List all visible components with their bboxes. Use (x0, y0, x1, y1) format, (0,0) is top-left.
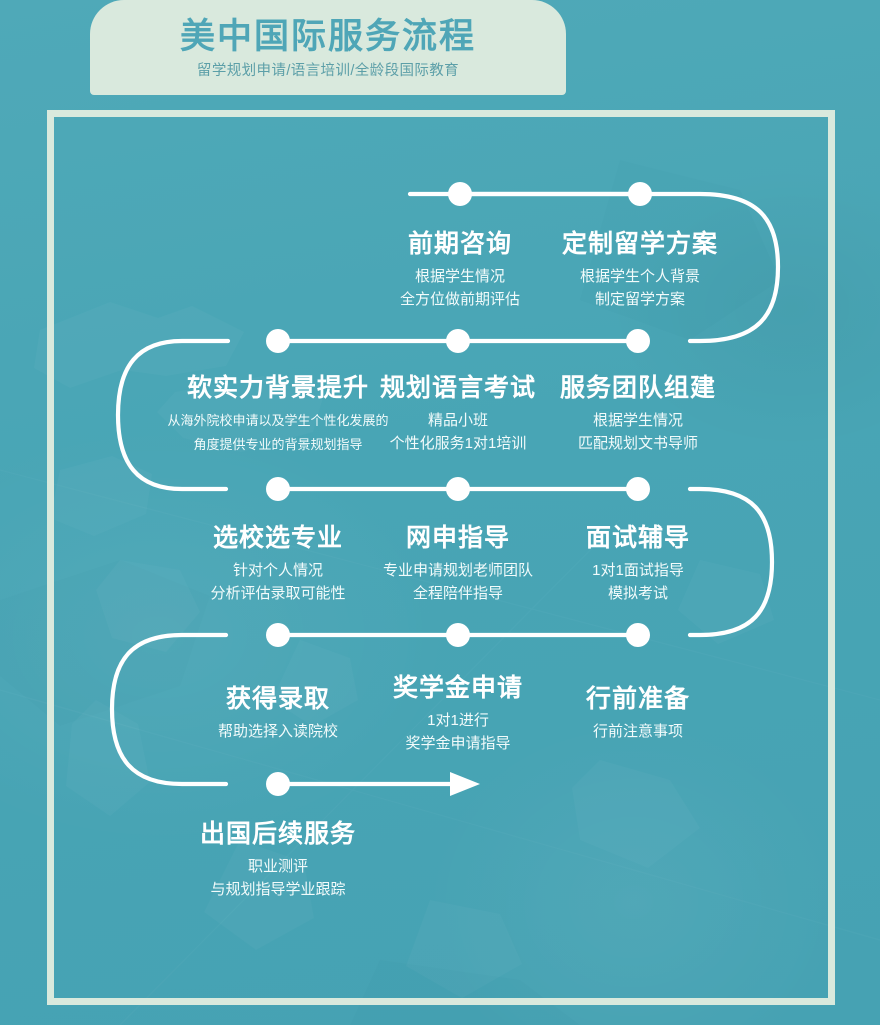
step-title: 面试辅导 (585, 524, 691, 552)
step-description: 从海外院校申请以及学生个性化发展的 角度提供专业的背景规划指导 (167, 409, 388, 457)
step-desc-line: 精品小班 (427, 412, 489, 429)
step-desc-line: 匹配规划文书导师 (577, 435, 699, 452)
step-desc-line: 分析评估录取可能性 (210, 585, 346, 602)
step-desc-line: 1对1进行 (427, 712, 489, 729)
step-desc-line: 专业申请规划老师团队 (382, 562, 534, 579)
flow-step-10[interactable]: 奖学金申请 1对1进行 奖学金申请指导 (393, 672, 523, 755)
step-title: 软实力背景提升 (186, 374, 370, 402)
step-desc-line: 制定留学方案 (594, 291, 686, 308)
step-description: 1对1进行 奖学金申请指导 (393, 709, 523, 755)
step-title: 规划语言考试 (379, 374, 537, 402)
step-desc-line: 与规划指导学业跟踪 (210, 881, 346, 898)
flow-step-6[interactable]: 选校选专业 针对个人情况 分析评估录取可能性 (210, 522, 345, 605)
flow-step-7[interactable]: 网申指导 专业申请规划老师团队 全程陪伴指导 (383, 522, 533, 605)
step-title: 网申指导 (405, 524, 511, 552)
flow-step-8[interactable]: 面试辅导 1对1面试指导 模拟考试 (586, 522, 690, 605)
step-desc-line: 1对1面试指导 (592, 562, 684, 579)
step-description: 职业测评 与规划指导学业跟踪 (200, 855, 356, 901)
step-desc-line: 从海外院校申请以及学生个性化发展的 (167, 413, 389, 428)
step-desc-line: 帮助选择入读院校 (217, 723, 339, 740)
step-description: 精品小班 个性化服务1对1培训 (380, 409, 536, 455)
step-description: 根据学生情况 全方位做前期评估 (400, 265, 520, 311)
step-desc-line: 全方位做前期评估 (399, 291, 521, 308)
step-title: 奖学金申请 (392, 674, 524, 702)
step-description: 专业申请规划老师团队 全程陪伴指导 (383, 559, 533, 605)
step-desc-line: 职业测评 (247, 858, 309, 875)
flow-step-12[interactable]: 出国后续服务 职业测评 与规划指导学业跟踪 (200, 818, 356, 901)
page-subtitle: 留学规划申请/语言培训/全龄段国际教育 (196, 63, 460, 79)
step-desc-line: 角度提供专业的背景规划指导 (193, 437, 363, 452)
flow-step-2[interactable]: 定制留学方案 根据学生个人背景 制定留学方案 (562, 228, 718, 311)
flow-step-3[interactable]: 软实力背景提升 从海外院校申请以及学生个性化发展的 角度提供专业的背景规划指导 (167, 372, 388, 457)
step-title: 出国后续服务 (199, 820, 357, 848)
step-title: 前期咨询 (407, 230, 513, 258)
step-desc-line: 奖学金申请指导 (405, 735, 511, 752)
step-desc-line: 根据学生个人背景 (579, 268, 701, 285)
step-description: 1对1面试指导 模拟考试 (586, 559, 690, 605)
step-desc-line: 行前注意事项 (592, 723, 684, 740)
flow-step-9[interactable]: 获得录取 帮助选择入读院校 (218, 683, 338, 743)
step-desc-line: 根据学生情况 (414, 268, 506, 285)
step-desc-line: 模拟考试 (607, 585, 669, 602)
step-description: 根据学生个人背景 制定留学方案 (562, 265, 718, 311)
step-description: 根据学生情况 匹配规划文书导师 (560, 409, 716, 455)
step-desc-line: 个性化服务1对1培训 (389, 435, 527, 452)
step-title: 选校选专业 (212, 524, 344, 552)
flow-step-1[interactable]: 前期咨询 根据学生情况 全方位做前期评估 (400, 228, 520, 311)
step-description: 针对个人情况 分析评估录取可能性 (210, 559, 345, 605)
step-desc-line: 根据学生情况 (592, 412, 684, 429)
step-desc-line: 全程陪伴指导 (412, 585, 504, 602)
step-title: 服务团队组建 (559, 374, 717, 402)
step-description: 行前注意事项 (586, 720, 690, 743)
header-banner: 美中国际服务流程 留学规划申请/语言培训/全龄段国际教育 (90, 0, 566, 95)
inset-frame (47, 110, 835, 1005)
step-description: 帮助选择入读院校 (218, 720, 338, 743)
step-title: 定制留学方案 (561, 230, 719, 258)
flow-step-4[interactable]: 规划语言考试 精品小班 个性化服务1对1培训 (380, 372, 536, 455)
flow-step-5[interactable]: 服务团队组建 根据学生情况 匹配规划文书导师 (560, 372, 716, 455)
step-desc-line: 针对个人情况 (232, 562, 324, 579)
step-title: 获得录取 (225, 685, 331, 713)
page-title: 美中国际服务流程 (179, 17, 476, 56)
step-title: 行前准备 (585, 685, 691, 713)
flow-step-11[interactable]: 行前准备 行前注意事项 (586, 683, 690, 743)
